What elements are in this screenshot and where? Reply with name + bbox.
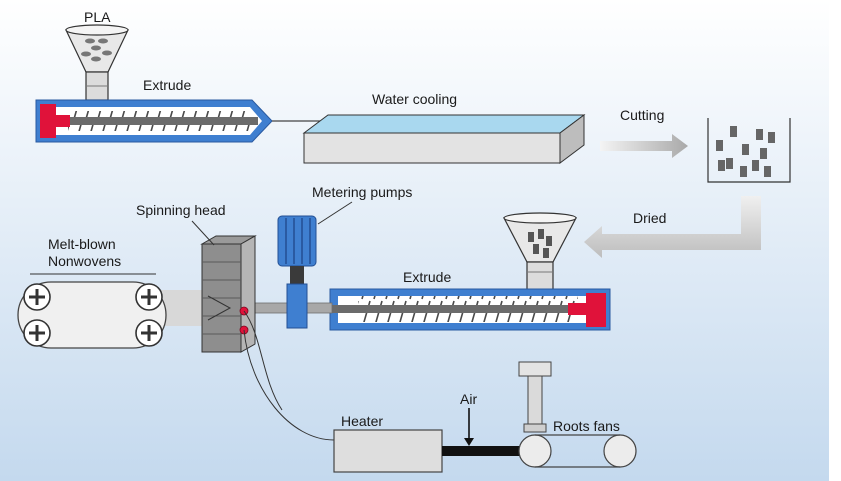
spinning-head-pointer <box>191 220 215 246</box>
metering-pump <box>277 215 317 329</box>
extrude-top-label: Extrude <box>143 77 191 93</box>
heater-label: Heater <box>341 413 383 429</box>
bottom-piston <box>586 293 606 327</box>
pla-label: PLA <box>84 9 111 25</box>
pellet-bin <box>707 118 791 183</box>
metering-pumps-pointer <box>317 201 353 225</box>
heater-wire-2 <box>243 329 335 441</box>
air-duct <box>442 446 524 456</box>
top-extruder <box>35 99 320 143</box>
heater-box <box>333 429 443 473</box>
roots-fans <box>518 361 637 468</box>
dried-arrow <box>584 196 761 258</box>
spinning-head <box>200 235 257 353</box>
extrude-bottom-label: Extrude <box>403 269 451 285</box>
heater-wire-1 <box>243 310 283 411</box>
top-piston <box>40 104 56 138</box>
dried-label: Dried <box>633 210 666 226</box>
water-cooling-bath <box>302 114 586 164</box>
spinning-head-label: Spinning head <box>136 202 226 218</box>
cutting-label: Cutting <box>620 107 664 123</box>
pla-hopper-top <box>65 24 129 101</box>
air-arrow-head <box>464 438 474 446</box>
right-margin <box>829 0 841 481</box>
cutting-arrow <box>600 134 688 158</box>
collector-conveyor <box>17 281 167 349</box>
water-cooling-label: Water cooling <box>372 91 457 107</box>
metering-pumps-label: Metering pumps <box>312 184 412 200</box>
bottom-extruder <box>329 288 611 331</box>
melt-blown-label-line1: Melt-blown <box>48 236 116 252</box>
roots-fans-label: Roots fans <box>553 418 620 434</box>
air-label: Air <box>460 391 477 407</box>
melt-blown-label-line2: Nonwovens <box>48 253 121 269</box>
